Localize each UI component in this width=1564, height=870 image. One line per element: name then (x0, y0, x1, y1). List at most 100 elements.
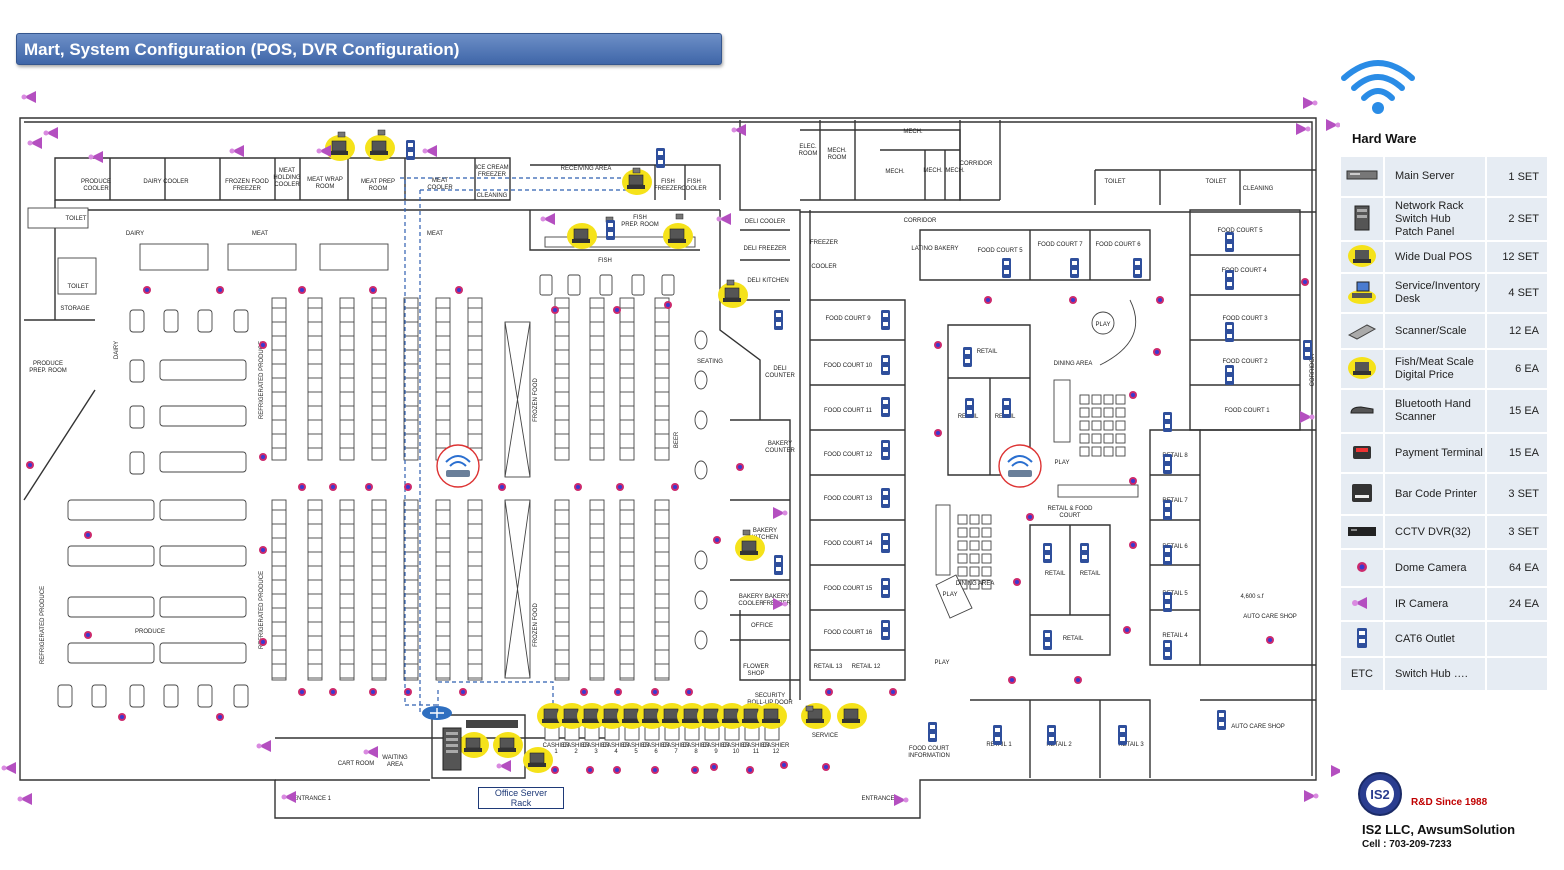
produce-bin (129, 309, 145, 333)
ir-camera-icon (1304, 790, 1319, 802)
network-router[interactable] (422, 706, 452, 720)
cat6-outlet-icon (993, 725, 1002, 745)
scanner-scale[interactable] (632, 167, 641, 174)
cashier-label: CASHIER (663, 743, 690, 749)
cat6-outlet-icon (1163, 454, 1172, 474)
service-desk[interactable] (523, 747, 553, 773)
dome-camera-icon (404, 688, 412, 696)
wifi-access-point (998, 444, 1042, 488)
cashier-number: 6 (654, 749, 658, 755)
fish-meat-scale[interactable] (365, 135, 395, 161)
meat-case (227, 243, 297, 271)
dome-camera-icon (671, 483, 679, 491)
legend-quantity: 12 SET (1485, 241, 1547, 274)
cashier-number: 2 (574, 749, 578, 755)
room-label: DAIRY (114, 341, 120, 359)
wide-dual-pos[interactable] (757, 703, 787, 729)
fish-meat-scale[interactable] (567, 223, 597, 249)
cashier-label: CASHIER (563, 743, 590, 749)
scanner-scale[interactable] (726, 279, 735, 286)
cat6-outlet-icon (1118, 725, 1127, 745)
shelf-aisle (654, 297, 670, 461)
cat6-outlet-icon (1002, 398, 1011, 418)
scanner-scale[interactable] (805, 705, 814, 712)
dining-table (957, 566, 968, 577)
legend-quantity: 4 SET (1485, 273, 1547, 314)
legend-quantity: 3 SET (1485, 473, 1547, 516)
room-label: FOOD COURT 14 (824, 541, 873, 547)
room-label: REFRIGERATED PRODUCE (259, 341, 265, 419)
service-desk[interactable] (801, 703, 831, 729)
dining-table (1079, 433, 1090, 444)
legend-quantity: 3 SET (1485, 515, 1547, 550)
dome-camera-icon (934, 429, 942, 437)
legend-icon-cell (1341, 433, 1385, 474)
scanner-scale[interactable] (675, 213, 684, 220)
room-label: TOILET (66, 216, 87, 222)
dome-camera-icon (984, 296, 992, 304)
cashier-label: CASHIER (603, 743, 630, 749)
scanner-scale[interactable] (337, 131, 346, 138)
room-label: DELI KITCHEN (747, 278, 788, 284)
service-desk[interactable] (459, 732, 489, 758)
frozen-case-cross (504, 321, 531, 679)
room-label: RETAIL 5 (1162, 591, 1188, 597)
cat6-outlet-icon (1070, 258, 1079, 278)
fish-case (631, 274, 645, 296)
legend-label: IR Camera (1384, 587, 1486, 622)
legend-label: Switch Hub …. (1384, 657, 1486, 692)
room-label: DELI COOLER (745, 219, 786, 225)
fish-meat-scale[interactable] (718, 282, 748, 308)
cashier-label: CASHIER (703, 743, 730, 749)
display-table (694, 630, 708, 650)
service-desk[interactable] (493, 732, 523, 758)
room-label: AUTO CARE SHOP (1243, 614, 1297, 620)
legend-quantity: 2 SET (1485, 197, 1547, 242)
cashier-number: 9 (714, 749, 718, 755)
room-label: FREEZER (810, 240, 839, 246)
legend-icon-cell (1341, 549, 1385, 588)
room-label: PLAY (1055, 460, 1070, 466)
ir-camera-icon (256, 740, 271, 752)
service-desk[interactable] (837, 703, 867, 729)
fish-meat-scale[interactable] (325, 135, 355, 161)
cat6-outlet-icon (774, 555, 783, 575)
dining-table (981, 566, 992, 577)
legend-label: Bar Code Printer (1384, 473, 1486, 516)
fish-meat-scale[interactable] (735, 535, 765, 561)
dome-camera-icon (259, 546, 267, 554)
fish-meat-scale[interactable] (663, 223, 693, 249)
dining-table (1115, 433, 1126, 444)
room-label: FOOD COURT 3 (1222, 316, 1268, 322)
dome-camera-icon (825, 688, 833, 696)
dining-table (1103, 433, 1114, 444)
room-label: RECEIVING AREA (561, 166, 612, 172)
room-label: FOOD COURT 15 (824, 586, 873, 592)
room-label: RETAIL 4 (1162, 633, 1188, 639)
scanner-scale[interactable] (742, 529, 751, 536)
ir-camera-icon (894, 794, 909, 806)
produce-bin (163, 684, 179, 708)
produce-bin (129, 451, 145, 475)
legend-icon-cell (1341, 515, 1385, 550)
room-label: REFRIGERATED PRODUCE (40, 586, 46, 664)
room-label: RETAIL 6 (1162, 544, 1188, 550)
room-label: AUTO CARE SHOP (1231, 724, 1285, 730)
wide-dual-pos-icon (1348, 244, 1376, 267)
wifi-access-point (436, 444, 480, 488)
office-server-rack[interactable] (442, 720, 518, 771)
dome-camera-icon (26, 461, 34, 469)
dome-camera-icon (259, 638, 267, 646)
company-name: IS2 LLC, AwsumSolution (1362, 822, 1516, 837)
produce-bin (129, 359, 145, 383)
room-label: PLAY (1096, 322, 1111, 328)
room-label: MEAT (252, 231, 269, 237)
room-label: FOOD COURT 9 (825, 316, 871, 322)
service-desk[interactable] (622, 169, 652, 195)
room-label: TOILET (68, 284, 89, 290)
shelf-aisle (371, 297, 387, 461)
scanner-scale[interactable] (377, 129, 386, 136)
